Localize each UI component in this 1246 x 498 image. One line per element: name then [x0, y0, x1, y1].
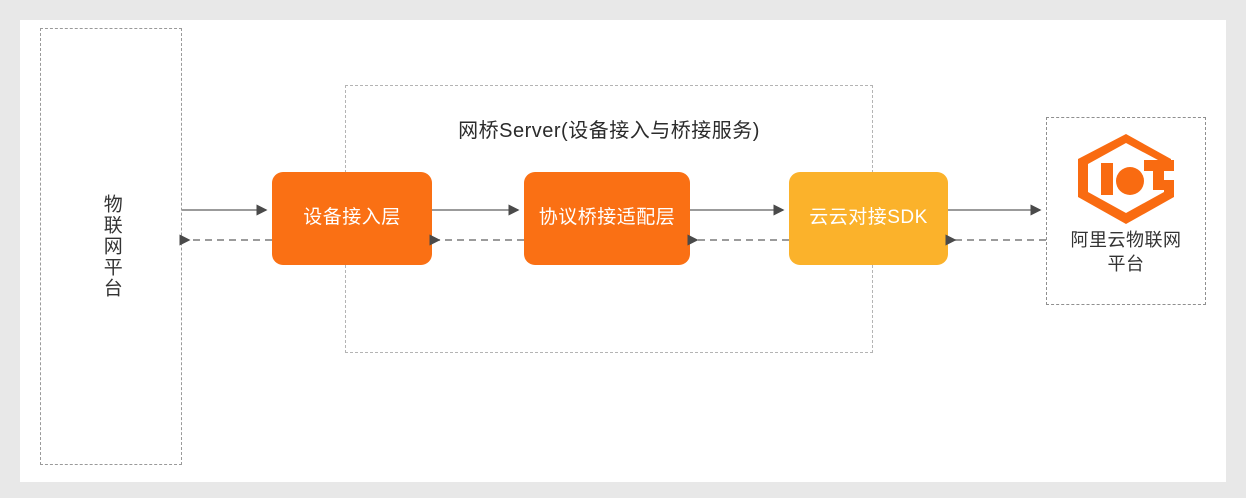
- left-iot-platform-label: 物联网平台: [100, 194, 122, 299]
- process-box-protocol-bridge-adapter-layer[interactable]: 协议桥接适配层: [524, 172, 690, 265]
- process-box-cloud-to-cloud-sdk[interactable]: 云云对接SDK: [789, 172, 948, 265]
- process-box-device-access-layer-label: 设备接入层: [303, 207, 401, 229]
- connector-device-access-to-protocol-bridge: [429, 200, 524, 250]
- aliyun-iot-logo-icon: [1078, 134, 1174, 224]
- diagram-canvas: 物联网平台 网桥Server(设备接入与桥接服务) 设备接入层: [20, 20, 1226, 482]
- connector-protocol-bridge-to-cloud-sdk: [687, 200, 789, 250]
- process-box-device-access-layer[interactable]: 设备接入层: [272, 172, 432, 265]
- process-box-protocol-bridge-adapter-layer-label: 协议桥接适配层: [538, 207, 676, 229]
- connector-platform-to-device-access: [179, 200, 272, 250]
- aliyun-iot-platform-label: 阿里云物联网 平台: [1070, 230, 1182, 275]
- connector-cloud-sdk-to-aliyun-platform: [945, 200, 1046, 250]
- process-box-cloud-to-cloud-sdk-label: 云云对接SDK: [809, 207, 928, 229]
- left-iot-platform-box: 物联网平台: [40, 28, 182, 465]
- aliyun-iot-platform-box: 阿里云物联网 平台: [1046, 117, 1206, 305]
- bridge-server-title: 网桥Server(设备接入与桥接服务): [458, 120, 760, 142]
